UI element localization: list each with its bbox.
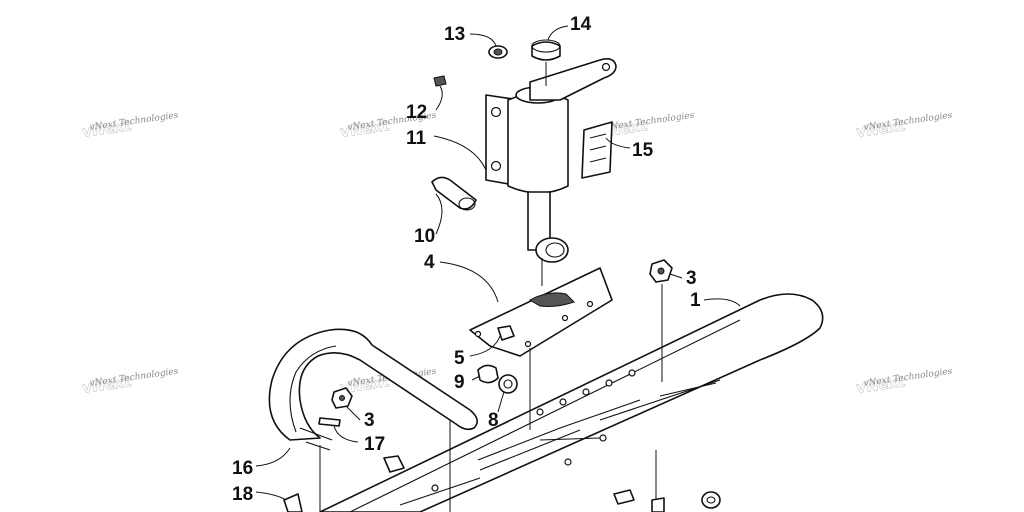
pin: [318, 417, 341, 427]
steering-arm: [529, 39, 617, 101]
callout-12: 12: [406, 102, 427, 123]
spindle-housing: [485, 86, 569, 263]
watermark: vNext vNext Technologies: [855, 111, 954, 142]
watermark: vNext vNext Technologies: [855, 367, 954, 398]
watermark-text: vNext Technologies: [89, 367, 179, 389]
callout-3: 3: [364, 410, 375, 431]
ski-hole: [599, 434, 607, 442]
callout-15: 15: [632, 140, 654, 161]
callout-4: 4: [424, 252, 435, 273]
callout-3: 3: [686, 268, 697, 289]
housing-hole: [490, 106, 502, 118]
lock-nut: [331, 387, 353, 409]
ski-hole: [605, 379, 613, 387]
cap-washer: [488, 45, 508, 59]
bracket-hole: [561, 314, 569, 322]
bracket-hole: [524, 340, 532, 348]
callout-17: 17: [364, 434, 385, 455]
housing-hole: [490, 160, 502, 172]
ski-hole: [564, 458, 572, 466]
assembly-lines: [319, 62, 663, 512]
watermark-text: vNext Technologies: [89, 111, 179, 133]
watermark: vNext vNext Technologies: [81, 367, 180, 398]
callout-1: 1: [690, 290, 701, 311]
washer: [498, 374, 518, 394]
callouts: 13 14 12 11 15 10 4 3 1 5 9 8 3 17 16 18: [232, 14, 701, 505]
ski-handle-loop: [268, 328, 478, 451]
bracket-hole: [474, 330, 482, 338]
lower-hardware: [283, 455, 721, 512]
ski-hole: [431, 484, 439, 492]
callout-leaders: [255, 25, 741, 501]
ski-hole: [559, 398, 567, 406]
arm-hole: [601, 62, 611, 72]
callout-10: 10: [414, 226, 435, 247]
callout-11: 11: [406, 128, 427, 149]
watermark-text: vNext Technologies: [863, 367, 953, 389]
ski-hole: [536, 408, 544, 416]
watermark: vNext vNext Technologies: [81, 111, 180, 142]
set-screw: [433, 75, 447, 87]
callout-5: 5: [454, 348, 465, 369]
callout-13: 13: [444, 24, 465, 45]
lock-nut: [649, 259, 673, 283]
callout-16: 16: [232, 458, 253, 479]
small-bushing: [477, 364, 499, 384]
watermark-text: vNext Technologies: [605, 111, 695, 133]
ski-hole: [628, 369, 636, 377]
callout-14: 14: [570, 14, 592, 35]
decal: [581, 121, 613, 179]
spindle-bracket: [469, 267, 613, 357]
ski-hole: [582, 388, 590, 396]
bushing: [431, 176, 477, 211]
callout-9: 9: [454, 372, 465, 393]
ski-runner: [319, 293, 824, 512]
callout-18: 18: [232, 484, 253, 505]
watermark-text: vNext Technologies: [863, 111, 953, 133]
spacer: [497, 325, 515, 341]
bracket-hole: [586, 300, 594, 308]
callout-8: 8: [488, 410, 499, 431]
